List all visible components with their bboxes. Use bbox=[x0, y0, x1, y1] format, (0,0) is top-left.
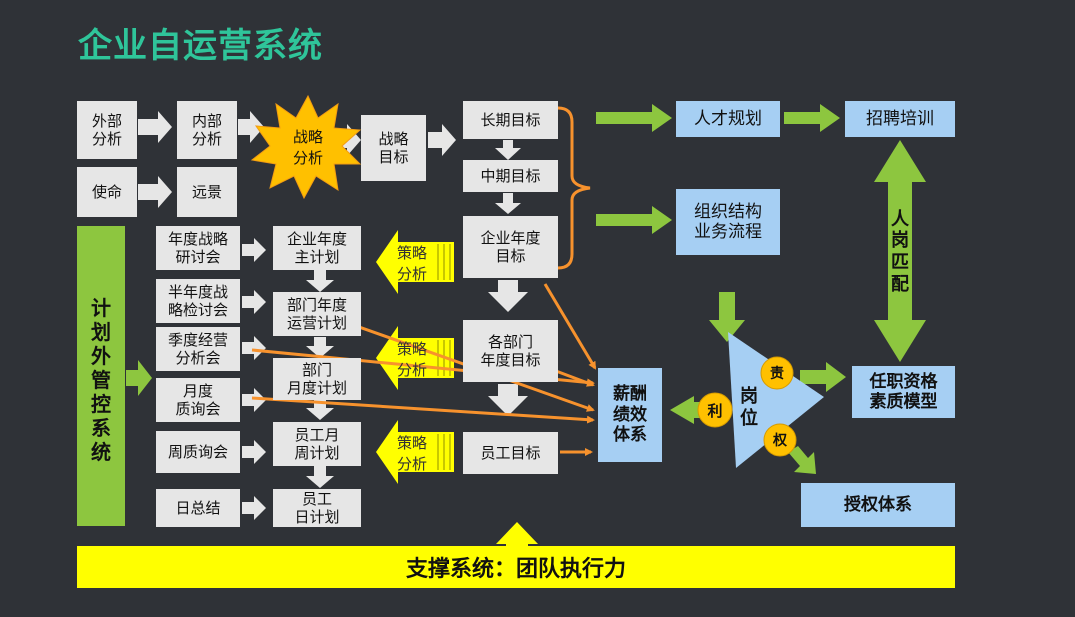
arrow-m5-p4 bbox=[242, 440, 266, 464]
arrow-waibu-neibu bbox=[138, 111, 172, 143]
support-system-label: 支撑系统：团队执行力 bbox=[405, 557, 626, 582]
position-triangle bbox=[728, 332, 824, 468]
quan-circle bbox=[763, 423, 797, 457]
plan-control-system-bar bbox=[77, 226, 125, 526]
arrow-org-position bbox=[709, 292, 745, 342]
mid-term-goal-box: 中期目标 bbox=[463, 160, 558, 192]
dept-goal-box: 各部门 年度目标 bbox=[463, 320, 558, 382]
internal-analysis-box: 内部 分析 bbox=[177, 101, 237, 159]
arrow-to-org bbox=[596, 206, 672, 234]
meeting-annual: 年度战略 研讨会 bbox=[156, 226, 240, 270]
position-label: 岗 位 bbox=[740, 386, 758, 429]
plan-staff-day: 员工 日计划 bbox=[273, 489, 361, 527]
talent-plan-box: 人才规划 bbox=[676, 101, 780, 137]
authorization-box: 授权体系 bbox=[801, 483, 955, 527]
ze-circle bbox=[760, 356, 794, 390]
plan-annual: 企业年度 主计划 bbox=[273, 226, 361, 270]
arrow-m2-p2 bbox=[242, 290, 266, 314]
arrow-mubiao-long bbox=[428, 124, 456, 156]
annual-goal-box: 企业年度 目标 bbox=[463, 216, 558, 278]
goals-brace bbox=[557, 106, 591, 270]
qualification-model-box: 任职资格 素质模型 bbox=[852, 366, 955, 418]
arrow-plan1-plan2 bbox=[306, 270, 334, 292]
arrow-shiming-yuanjing bbox=[138, 176, 172, 208]
arrow-to-talent bbox=[596, 104, 672, 132]
external-analysis-box: 外部 分析 bbox=[77, 101, 137, 159]
strategy-arrow-1 bbox=[376, 230, 454, 294]
plan-control-system-label: 计 划 外 管 控 系 统 bbox=[91, 296, 111, 464]
arrow-m1-p1 bbox=[242, 238, 266, 262]
plan-dept-annual: 部门年度 运营计划 bbox=[273, 292, 361, 336]
arrow-annual-dept bbox=[488, 280, 528, 312]
li-label: 利 bbox=[707, 401, 723, 420]
arrow-plan2-plan3 bbox=[306, 337, 334, 358]
arrow-neibu-zhanlue bbox=[238, 111, 264, 143]
arrow-plan3-plan4 bbox=[306, 400, 334, 420]
arrow-mid-annual bbox=[495, 193, 521, 214]
strategy-arrow-label-3: 策略 分析 bbox=[396, 434, 427, 473]
li-circle bbox=[697, 392, 733, 428]
staff-goal-box: 员工目标 bbox=[463, 432, 558, 474]
vision-box: 远景 bbox=[177, 167, 237, 217]
strategy-analysis-starburst bbox=[250, 94, 362, 200]
arrow-plan4-plan5 bbox=[306, 466, 334, 488]
support-bar bbox=[77, 546, 955, 588]
strategy-goal-box: 战略 目标 bbox=[361, 115, 426, 181]
ze-label: 责 bbox=[770, 366, 784, 382]
meeting-week: 周质询会 bbox=[156, 431, 240, 473]
mission-box: 使命 bbox=[77, 167, 137, 217]
long-term-goal-box: 长期目标 bbox=[463, 101, 558, 139]
arrow-m4-p3b bbox=[242, 388, 266, 412]
plan-staff-week: 员工月 周计划 bbox=[273, 422, 361, 466]
strategy-arrow-label-2: 策略 分析 bbox=[396, 340, 427, 379]
orange-arrow-month bbox=[251, 396, 595, 424]
plan-control-arrow bbox=[126, 360, 152, 396]
arrow-position-qualify bbox=[800, 362, 846, 392]
arrow-m3-p3 bbox=[242, 336, 266, 360]
strategy-arrow-label-1: 策略 分析 bbox=[396, 244, 427, 283]
orange-arrow-annual bbox=[543, 283, 597, 370]
match-double-arrow bbox=[874, 140, 926, 362]
org-structure-box: 组织结构 业务流程 bbox=[676, 189, 780, 255]
page-title: 企业自运营系统 bbox=[78, 26, 323, 66]
recruit-train-box: 招聘培训 bbox=[845, 101, 955, 137]
quan-label: 权 bbox=[773, 433, 787, 449]
arrow-long-mid bbox=[495, 140, 521, 160]
strategy-arrow-3 bbox=[376, 420, 454, 484]
arrow-m6-p5 bbox=[242, 496, 266, 520]
meeting-day: 日总结 bbox=[156, 489, 240, 527]
arrow-talent-recruit bbox=[784, 104, 840, 132]
arrow-dept-staff bbox=[488, 384, 528, 416]
plan-dept-month: 部门 月度计划 bbox=[273, 358, 361, 400]
meeting-month: 月度 质询会 bbox=[156, 378, 240, 422]
support-up-arrow bbox=[496, 522, 538, 546]
match-label: 人 岗 匹 配 bbox=[891, 208, 909, 295]
meeting-half-year: 半年度战 略检讨会 bbox=[156, 279, 240, 323]
arrow-position-authorize bbox=[788, 446, 816, 474]
salary-performance-box: 薪酬 绩效 体系 bbox=[598, 368, 662, 462]
meeting-quarter: 季度经营 分析会 bbox=[156, 327, 240, 371]
strategy-analysis-label: 战略 分析 bbox=[292, 128, 323, 167]
